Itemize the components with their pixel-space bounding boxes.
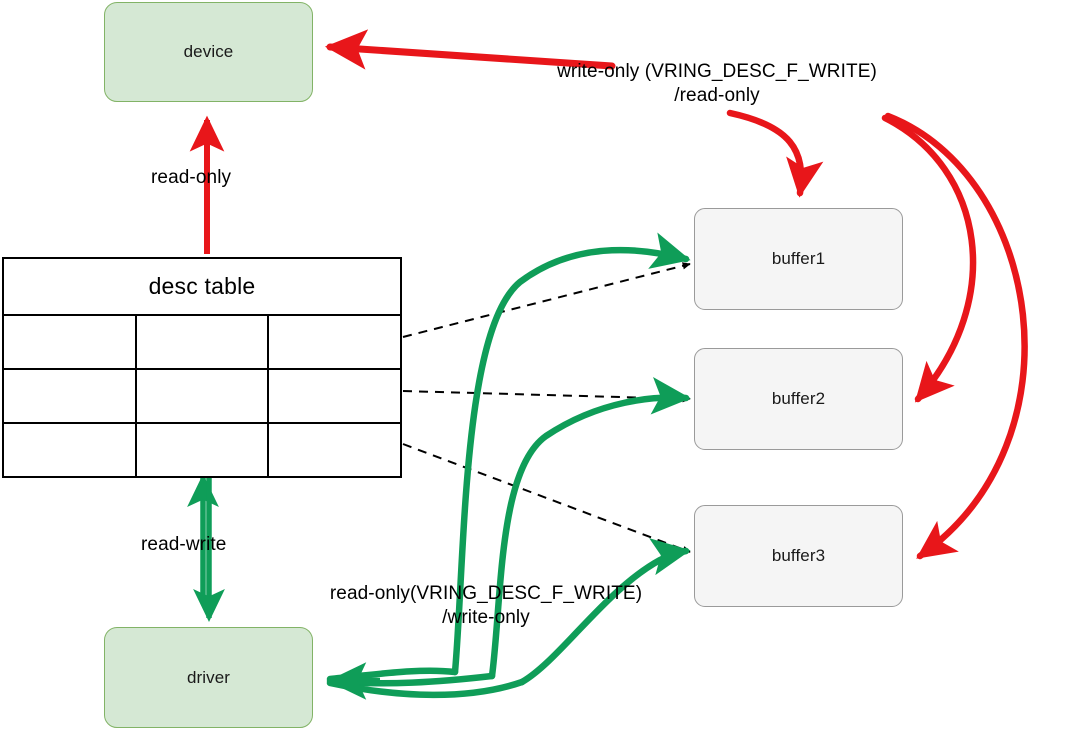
desc-table-title-row: desc table [2, 257, 402, 316]
arrow-buffers-to-device [324, 29, 616, 70]
edge-label-read-only: read-only [151, 167, 232, 188]
dashed-desc-links [402, 262, 691, 553]
node-buffer2-label: buffer2 [771, 389, 826, 408]
node-driver[interactable]: driver [104, 627, 313, 728]
table-row[interactable] [2, 368, 402, 424]
edge-label-read-write: read-write [141, 534, 227, 555]
arrow-driver-to-buffer1 [451, 232, 691, 676]
desc-cell-1-3[interactable] [267, 314, 402, 370]
node-buffer1-label: buffer1 [771, 249, 826, 268]
edge-label-device-to-buffers: write-only (VRING_DESC_F_WRITE) /read-on… [508, 60, 926, 109]
edge-label-device-to-buffers-line1: write-only (VRING_DESC_F_WRITE) [557, 61, 877, 82]
edge-label-driver-to-buffers: read-only(VRING_DESC_F_WRITE) /write-onl… [284, 582, 688, 631]
desc-table-title: desc table [2, 257, 402, 316]
node-buffer3-label: buffer3 [771, 546, 826, 565]
arrow-device-to-buffer2 [881, 114, 977, 403]
dashed-link-buffer3 [402, 443, 691, 553]
desc-cell-2-1[interactable] [2, 368, 137, 424]
node-device[interactable]: device [104, 2, 313, 102]
edge-label-driver-to-buffers-line1: read-only(VRING_DESC_F_WRITE) [329, 583, 643, 604]
node-buffer1[interactable]: buffer1 [694, 208, 903, 310]
desc-table[interactable]: desc table [2, 257, 402, 478]
node-device-label: device [183, 42, 234, 61]
arrow-device-to-buffer3 [884, 112, 1028, 560]
edge-label-driver-to-buffers-line2: /write-only [442, 607, 530, 629]
dashed-link-buffer1 [402, 262, 691, 338]
desc-cell-3-2[interactable] [134, 422, 270, 478]
desc-cell-2-3[interactable] [267, 368, 402, 424]
table-row[interactable] [2, 422, 402, 478]
node-driver-label: driver [186, 667, 231, 687]
arrow-driver-to-buffer3 [518, 538, 691, 686]
node-buffer2[interactable]: buffer2 [694, 348, 903, 450]
desc-cell-1-2[interactable] [134, 314, 270, 370]
desc-cell-3-3[interactable] [267, 422, 402, 478]
desc-cell-1-1[interactable] [2, 314, 137, 370]
desc-cell-3-1[interactable] [2, 422, 137, 478]
arrow-driver-to-buffer2 [488, 377, 691, 680]
arrow-device-to-buffer1 [726, 109, 824, 198]
edge-label-device-to-buffers-line2: /read-only [674, 85, 760, 107]
desc-cell-2-2[interactable] [134, 368, 270, 424]
node-buffer3[interactable]: buffer3 [694, 505, 903, 607]
table-row[interactable] [2, 314, 402, 370]
